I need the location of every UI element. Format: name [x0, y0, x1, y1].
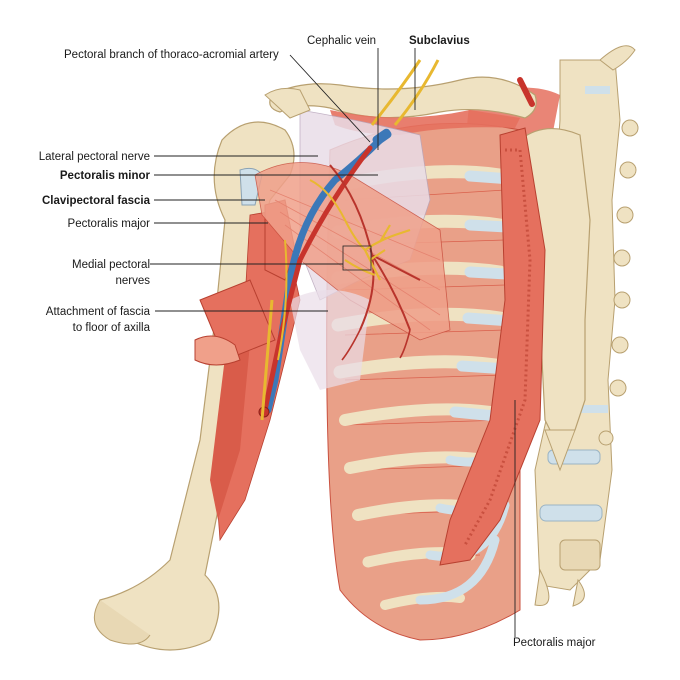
label-pectoralis-major-bottom: Pectoralis major	[513, 637, 596, 649]
nerves	[260, 59, 440, 421]
label-clavipectoral-fascia: Clavipectoral fascia	[42, 195, 151, 207]
label-pectoral-branch: Pectoral branch of thoraco-acromial arte…	[64, 49, 279, 61]
label-lateral-pectoral-nerve: Lateral pectoral nerve	[39, 151, 150, 163]
medial-pectoral-box	[342, 245, 372, 271]
label-medial-pectoral-2: nerves	[115, 275, 150, 287]
labels: Pectoral branch of thoraco-acromial arte…	[39, 35, 596, 649]
label-pectoralis-major-left: Pectoralis major	[68, 218, 151, 230]
label-attachment-2: to floor of axilla	[73, 322, 151, 334]
pectoralis-minor	[254, 162, 451, 341]
pectoralis-major-cut	[439, 127, 546, 566]
artwork	[93, 45, 639, 651]
label-attachment-1: Attachment of fascia	[46, 306, 151, 318]
label-subclavius: Subclavius	[409, 35, 470, 47]
label-medial-pectoral-1: Medial pectoral	[72, 259, 150, 271]
leader-lines	[150, 48, 516, 637]
label-pectoralis-minor: Pectoralis minor	[60, 170, 151, 182]
label-cephalic-vein: Cephalic vein	[307, 35, 376, 47]
